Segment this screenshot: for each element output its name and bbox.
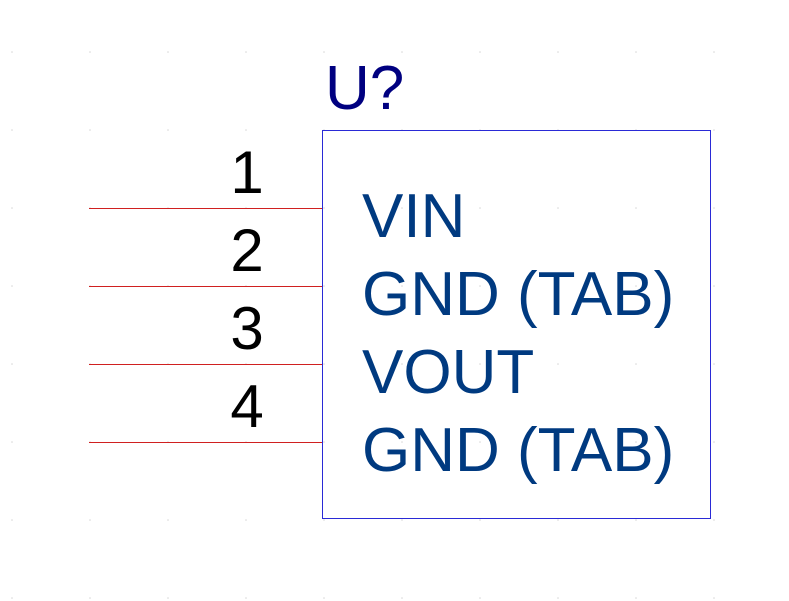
grid-dot: [323, 207, 325, 209]
pin-1-name: VIN: [362, 182, 466, 251]
pin-3-line[interactable]: [89, 364, 322, 365]
grid-dot: [557, 285, 559, 287]
grid-dot: [635, 597, 637, 599]
grid-dot: [323, 519, 325, 521]
pin-3-name: VOUT: [362, 338, 535, 407]
grid-dot: [713, 285, 715, 287]
grid-dot: [635, 207, 637, 209]
grid-dot: [635, 363, 637, 365]
grid-dot: [323, 285, 325, 287]
grid-dot: [245, 597, 247, 599]
grid-dot: [557, 441, 559, 443]
pin-3-number: 3: [230, 295, 264, 362]
grid-dot: [323, 363, 325, 365]
grid-dot: [245, 129, 247, 131]
pin-4-line[interactable]: [89, 442, 322, 443]
grid-dot: [713, 519, 715, 521]
grid-dot: [401, 51, 403, 53]
grid-dot: [635, 51, 637, 53]
pin-4-name: GND (TAB): [362, 416, 675, 485]
grid-dot: [635, 441, 637, 443]
grid-dot: [11, 207, 13, 209]
grid-dot: [557, 597, 559, 599]
grid-dot: [479, 363, 481, 365]
grid-dot: [635, 285, 637, 287]
pin-2-line[interactable]: [89, 286, 322, 287]
grid-dot: [635, 519, 637, 521]
grid-dot: [479, 519, 481, 521]
grid-dot: [713, 597, 715, 599]
grid-dot: [401, 441, 403, 443]
pin-4-number: 4: [230, 373, 264, 440]
grid-dot: [323, 441, 325, 443]
pin-1-line[interactable]: [89, 208, 322, 209]
grid-dot: [323, 597, 325, 599]
grid-dot: [167, 129, 169, 131]
grid-dot: [713, 51, 715, 53]
grid-dot: [11, 51, 13, 53]
grid-dot: [11, 519, 13, 521]
grid-dot: [713, 441, 715, 443]
grid-dot: [89, 129, 91, 131]
grid-dot: [167, 51, 169, 53]
grid-dot: [479, 207, 481, 209]
grid-dot: [401, 207, 403, 209]
grid-dot: [89, 51, 91, 53]
grid-dot: [713, 207, 715, 209]
component-body[interactable]: [322, 130, 711, 519]
grid-dot: [11, 285, 13, 287]
pin-2-number: 2: [230, 217, 264, 284]
grid-dot: [401, 285, 403, 287]
grid-dot: [323, 51, 325, 53]
grid-dot: [401, 597, 403, 599]
grid-dot: [245, 51, 247, 53]
grid-dot: [557, 519, 559, 521]
pin-2-name: GND (TAB): [362, 260, 675, 329]
grid-dot: [167, 597, 169, 599]
pin-1-number: 1: [230, 139, 264, 206]
grid-dot: [401, 519, 403, 521]
grid-dot: [167, 519, 169, 521]
grid-dot: [245, 519, 247, 521]
grid-dot: [557, 363, 559, 365]
grid-dot: [89, 519, 91, 521]
grid-dot: [557, 207, 559, 209]
component-designator[interactable]: U?: [325, 54, 405, 123]
grid-dot: [11, 129, 13, 131]
grid-dot: [479, 285, 481, 287]
grid-dot: [401, 363, 403, 365]
grid-dot: [11, 441, 13, 443]
grid-dot: [713, 363, 715, 365]
grid-dot: [11, 597, 13, 599]
grid-dot: [557, 51, 559, 53]
grid-dot: [479, 51, 481, 53]
grid-dot: [11, 363, 13, 365]
grid-dot: [713, 129, 715, 131]
grid-dot: [89, 597, 91, 599]
grid-dot: [479, 441, 481, 443]
grid-dot: [479, 597, 481, 599]
